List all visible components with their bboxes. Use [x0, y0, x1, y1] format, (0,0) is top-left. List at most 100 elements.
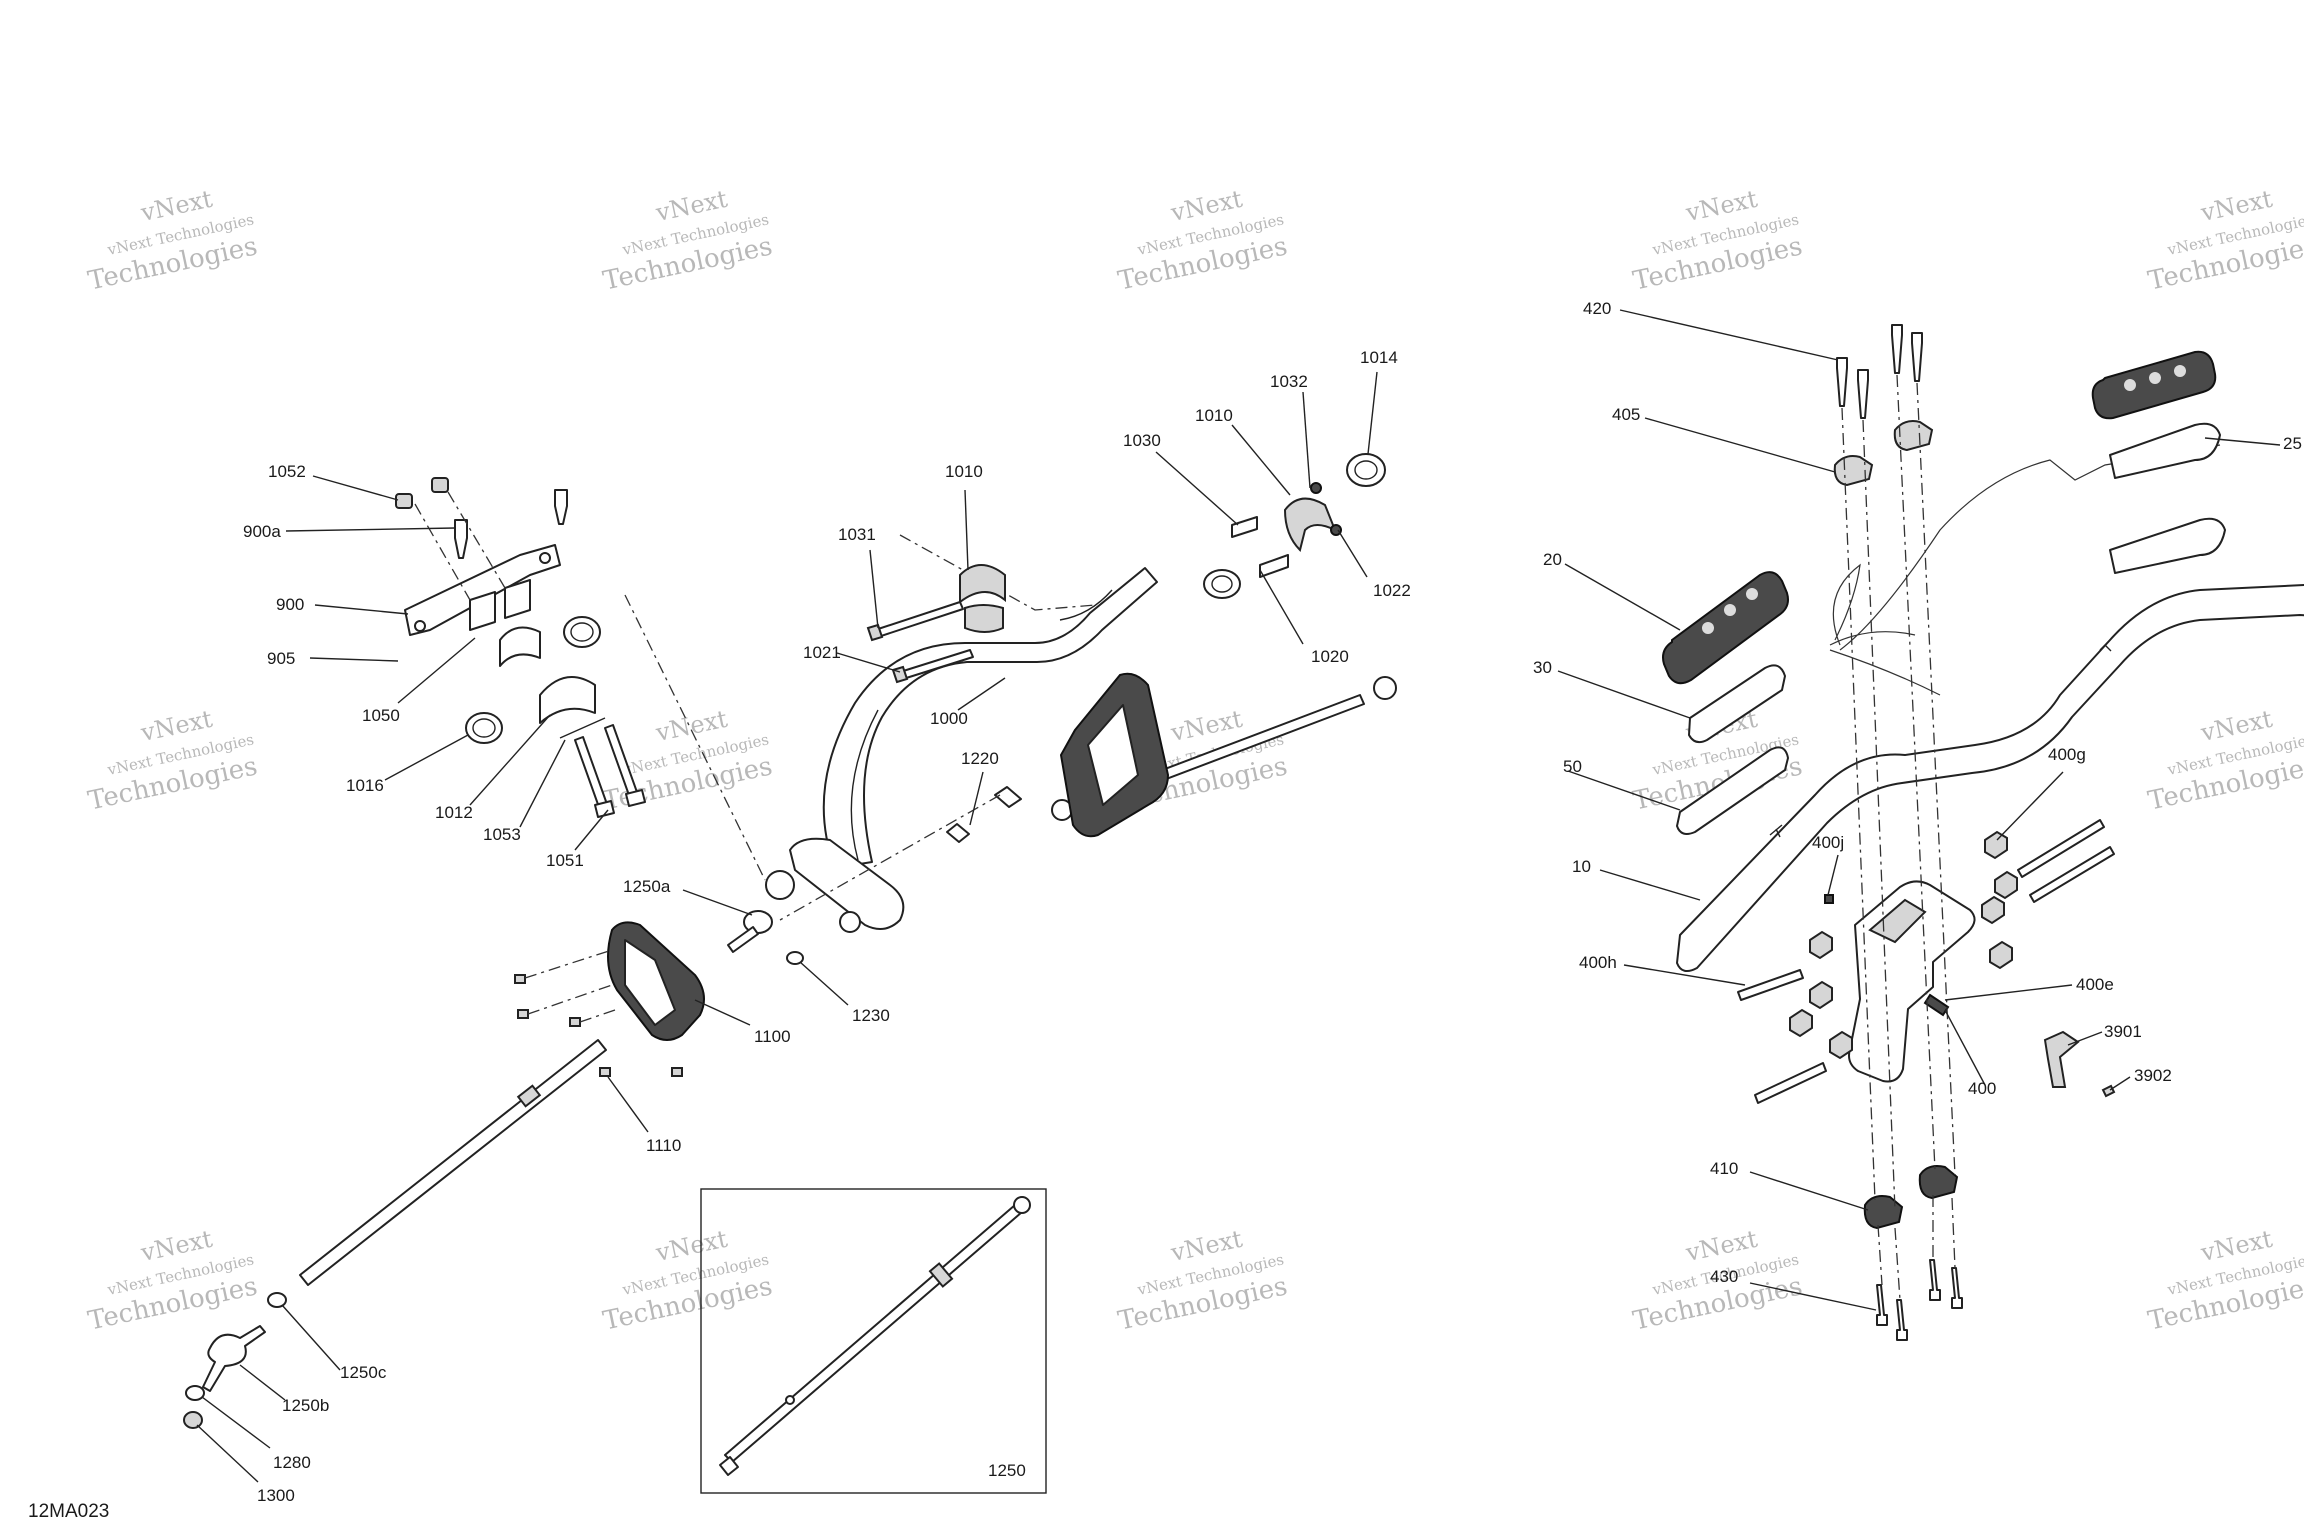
bolt-400h-a — [1737, 969, 1804, 1001]
screw-400j — [1824, 894, 1834, 904]
screws-1110 — [514, 949, 683, 1077]
pin-1220a — [994, 786, 1022, 808]
bolt-1031 — [874, 601, 964, 638]
callout-405: 405 — [1612, 405, 1640, 424]
callout-400h: 400h — [1579, 953, 1617, 972]
callout-1300: 1300 — [257, 1486, 295, 1505]
sleeve-30 — [1688, 664, 1786, 744]
callout-1220: 1220 — [961, 749, 999, 768]
callout-30: 30 — [1533, 658, 1552, 677]
callout-1010b: 1010 — [1195, 406, 1233, 425]
callout-400g: 400g — [2048, 745, 2086, 764]
callout-25: 25 — [2283, 434, 2302, 453]
callout-1110: 1110 — [646, 1136, 681, 1155]
washer-1230 — [786, 951, 804, 965]
callout-1280: 1280 — [273, 1453, 311, 1472]
screw-3902 — [2101, 1084, 2116, 1098]
callout-420: 420 — [1583, 299, 1611, 318]
bolt-430b — [1896, 1299, 1908, 1341]
clamp-405a — [1833, 455, 1874, 487]
sleeve-50 — [1676, 746, 1789, 835]
nut-1052b — [431, 477, 449, 493]
callout-1052: 1052 — [268, 462, 306, 481]
callout-1250a: 1250a — [623, 877, 671, 896]
bolt-430a — [1876, 1284, 1888, 1326]
callout-1012: 1012 — [435, 803, 473, 822]
callout-1022: 1022 — [1373, 581, 1411, 600]
pin-1220b — [946, 823, 970, 843]
handlebar-assembly — [1662, 324, 2304, 1341]
callout-1010a: 1010 — [945, 462, 983, 481]
callout-10: 10 — [1572, 857, 1591, 876]
callout-1250c: 1250c — [340, 1363, 387, 1382]
figure-id: 12MA023 — [28, 1501, 109, 1522]
callout-1051: 1051 — [546, 851, 584, 870]
bolt-420a — [1836, 357, 1848, 407]
clamp-1012 — [539, 676, 596, 724]
callout-900: 900 — [276, 595, 304, 614]
callout-1021: 1021 — [803, 643, 841, 662]
washer-1280 — [185, 1385, 205, 1401]
callout-1230: 1230 — [852, 1006, 890, 1025]
bolt-400h-b — [1754, 1062, 1827, 1104]
bushing-1030 — [1231, 516, 1258, 538]
nut-1250c — [267, 1292, 287, 1308]
bearing-1020 — [1203, 569, 1241, 599]
wiring-harness — [1829, 444, 2221, 696]
callout-1000: 1000 — [930, 709, 968, 728]
callout-1050: 1050 — [362, 706, 400, 725]
callout-1020: 1020 — [1311, 647, 1349, 666]
bolt-430c — [1929, 1259, 1941, 1301]
callout-1032: 1032 — [1270, 372, 1308, 391]
callout-3902: 3902 — [2134, 1066, 2172, 1085]
grip-right — [2091, 350, 2217, 420]
grip-heater-25 — [2109, 422, 2221, 479]
steering-column-1000 — [822, 567, 1158, 869]
callout-430: 430 — [1710, 1267, 1738, 1286]
callout-1250: 1250 — [988, 1461, 1026, 1480]
rod-end-1250b — [202, 1325, 266, 1392]
support-bracket-900 — [404, 544, 561, 636]
steering-column-assembly — [183, 453, 1397, 1429]
bearing-1016-lower — [465, 712, 503, 744]
clamp-410a — [1863, 1195, 1904, 1230]
callout-905: 905 — [267, 649, 295, 668]
inset-tie-rod-1250 — [700, 1188, 1047, 1494]
callout-400j: 400j — [1812, 833, 1844, 852]
callout-410: 410 — [1710, 1159, 1738, 1178]
callout-400: 400 — [1968, 1079, 1996, 1098]
callout-1250b: 1250b — [282, 1396, 329, 1415]
nut-1052a — [395, 493, 413, 509]
callout-3901: 3901 — [2104, 1022, 2142, 1041]
clamp-405b — [1893, 420, 1934, 452]
clamp-1032 — [1283, 497, 1337, 552]
bearing-1016-upper — [563, 616, 601, 648]
leader-lines — [196, 309, 2281, 1483]
callout-400e: 400e — [2076, 975, 2114, 994]
bushing-1050 — [469, 591, 496, 631]
spring-400e — [1923, 993, 1950, 1017]
handlebar-10 — [1676, 584, 2304, 973]
bolt-420d — [1911, 332, 1923, 382]
bolt-1051a — [574, 736, 609, 811]
clamp-410b — [1918, 1165, 1959, 1200]
callout-labels: 1052 900a 900 905 1050 1016 1012 1053 10… — [28, 299, 2302, 1522]
nut-400g — [1984, 830, 2008, 860]
steering-shaft — [299, 1039, 607, 1286]
bolt-420c — [1891, 324, 1903, 374]
callout-900a: 900a — [243, 522, 281, 541]
clamp-1010-left — [959, 564, 1006, 605]
callout-1014: 1014 — [1360, 348, 1398, 367]
bolt-430d — [1951, 1267, 1963, 1309]
bearing-1014 — [1346, 453, 1386, 487]
lever-3901 — [2043, 1030, 2080, 1088]
